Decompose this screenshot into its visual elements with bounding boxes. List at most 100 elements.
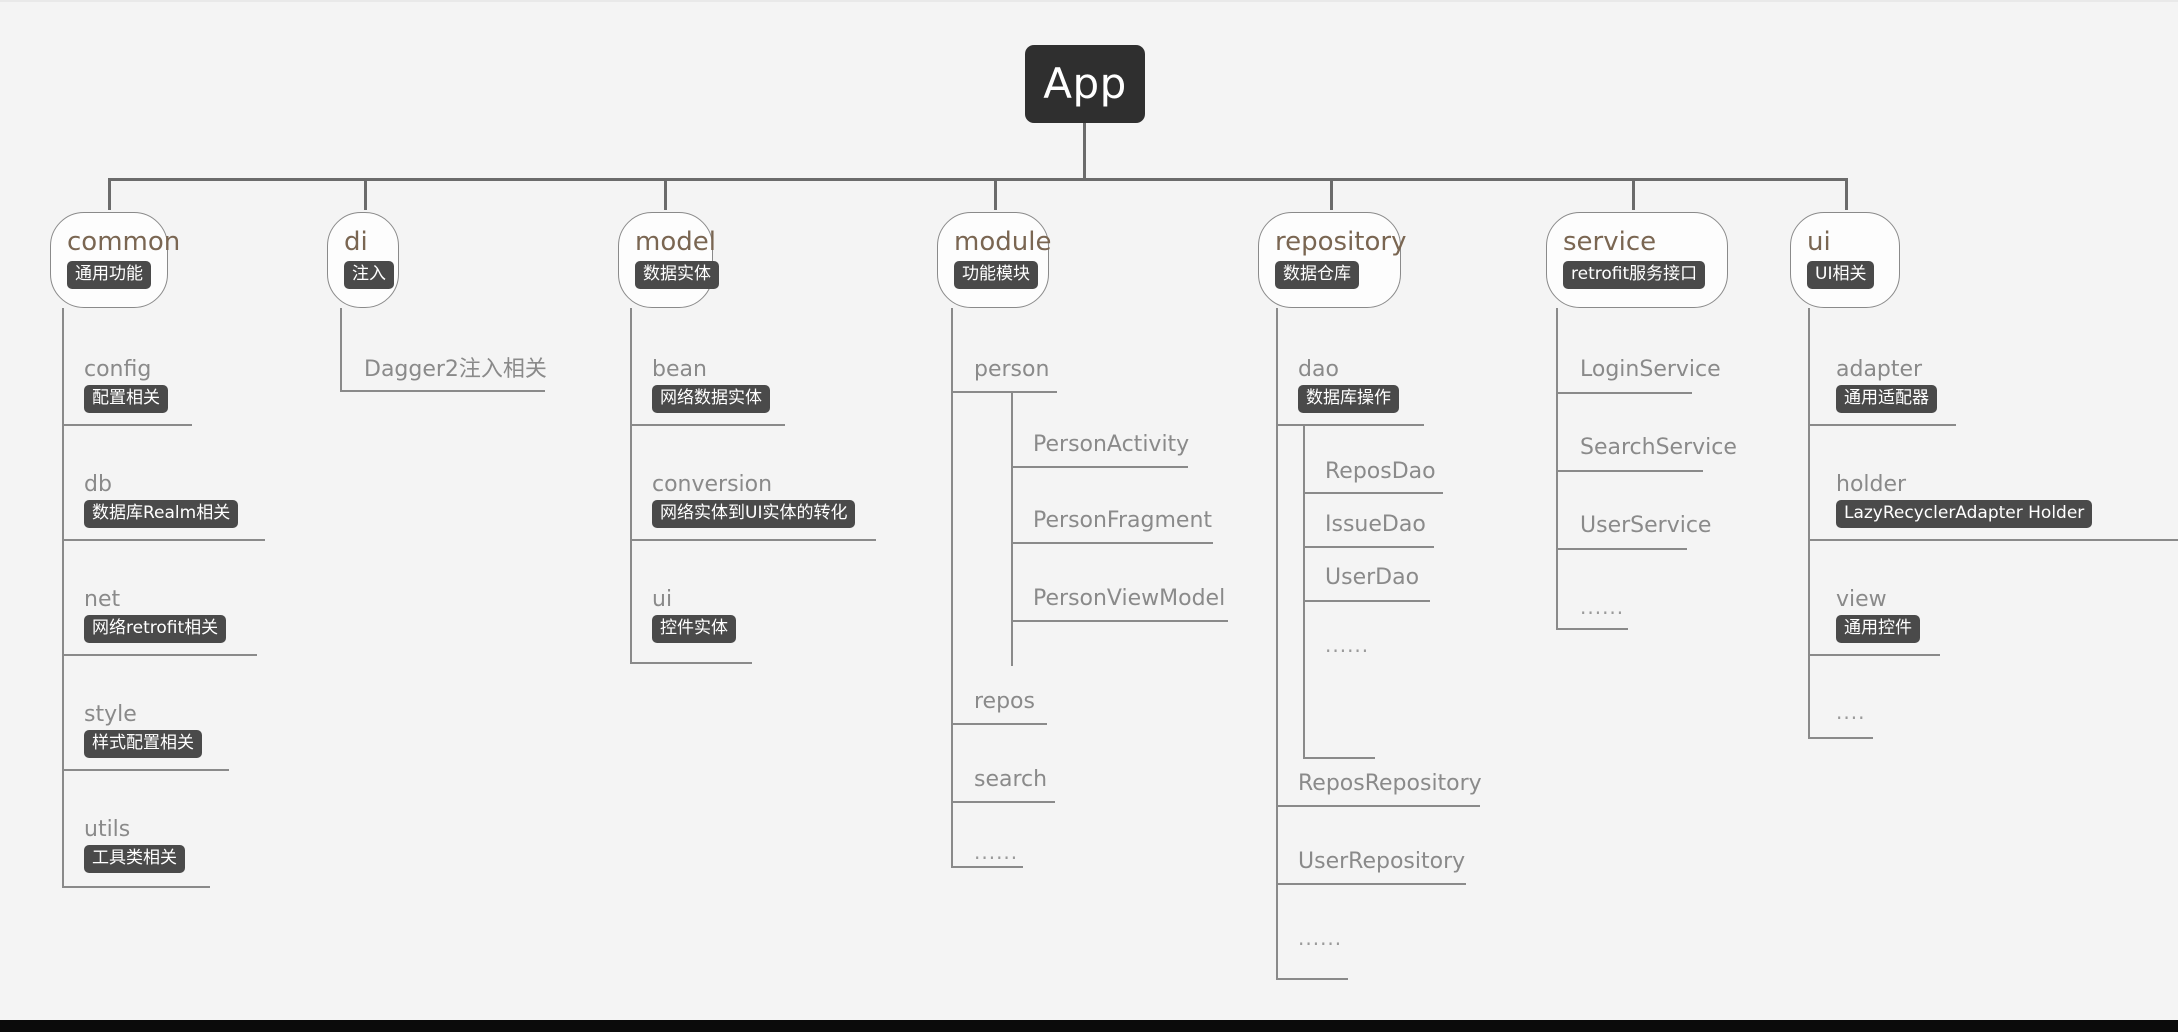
- root-node-app[interactable]: App: [1025, 45, 1145, 123]
- tree-item-name: conversion: [652, 472, 773, 497]
- underline-common-utils: [62, 886, 210, 888]
- branch-node-service[interactable]: service retrofit服务接口: [1546, 212, 1728, 308]
- tree-item-badge: 网络数据实体: [652, 385, 770, 414]
- connector-drop-service: [1632, 178, 1635, 210]
- tree-item-badge: 网络retrofit相关: [84, 615, 227, 644]
- tree-item-module-search[interactable]: search: [974, 767, 1048, 792]
- underline-model-bean: [630, 424, 785, 426]
- tree-item-name: UserRepository: [1298, 849, 1466, 874]
- tree-item-module-person[interactable]: person: [974, 357, 1049, 382]
- tree-item-name: Dagger2注入相关: [364, 357, 547, 382]
- tree-item-name: PersonActivity: [1033, 432, 1190, 457]
- tree-item-badge: 数据库操作: [1298, 385, 1399, 414]
- connector-drop-module: [994, 178, 997, 210]
- underline-ui-adapter: [1808, 424, 1956, 426]
- underline-dao-issuedao: [1303, 546, 1434, 548]
- branch-badge-service: retrofit服务接口: [1563, 260, 1706, 289]
- branch-badge-model: 数据实体: [635, 260, 719, 289]
- connector-drop-ui: [1845, 178, 1848, 210]
- rail-di: [340, 308, 342, 390]
- underline-person-viewmodel: [1011, 620, 1228, 622]
- tree-item-service-login[interactable]: LoginService: [1580, 357, 1721, 382]
- rail-repository: [1276, 308, 1278, 980]
- underline-module-person: [951, 391, 1057, 393]
- tree-item-badge: 控件实体: [652, 615, 736, 644]
- underline-module-ellipsis: [951, 866, 1023, 868]
- branch-badge-common: 通用功能: [67, 260, 151, 289]
- rail-model: [630, 308, 632, 663]
- branch-badge-ui: UI相关: [1807, 260, 1875, 289]
- tree-item-service-user[interactable]: UserService: [1580, 513, 1711, 538]
- underline-ui-ellipsis: [1808, 737, 1873, 739]
- tree-item-repository-dao[interactable]: dao 数据库操作: [1298, 357, 1399, 414]
- connector-horizontal-bus: [108, 178, 1848, 181]
- tree-item-ui-adapter[interactable]: adapter 通用适配器: [1836, 357, 1937, 414]
- branch-node-model[interactable]: model 数据实体: [618, 212, 719, 308]
- tree-item-name: dao: [1298, 357, 1339, 382]
- tree-item-repository-user[interactable]: UserRepository: [1298, 849, 1466, 874]
- branch-name-repository: repository: [1275, 227, 1407, 258]
- tree-item-name: repos: [974, 689, 1035, 714]
- underline-common-net: [62, 654, 257, 656]
- tree-item-name: db: [84, 472, 112, 497]
- tree-item-badge: 样式配置相关: [84, 730, 202, 759]
- tree-item-model-ui[interactable]: ui 控件实体: [652, 587, 736, 644]
- tree-item-repository-repos[interactable]: ReposRepository: [1298, 771, 1482, 796]
- tree-item-person-fragment[interactable]: PersonFragment: [1033, 508, 1212, 533]
- tree-item-common-utils[interactable]: utils 工具类相关: [84, 817, 185, 874]
- connector-drop-model: [664, 178, 667, 210]
- top-edge-divider: [0, 0, 2178, 2]
- underline-service-search: [1556, 470, 1703, 472]
- tree-item-name: ......: [1325, 633, 1370, 657]
- underline-service-user: [1556, 548, 1687, 550]
- tree-item-repository-ellipsis: ......: [1298, 926, 1342, 950]
- tree-item-name: ......: [1298, 926, 1343, 950]
- branch-badge-di: 注入: [344, 260, 394, 289]
- tree-item-common-net[interactable]: net 网络retrofit相关: [84, 587, 227, 644]
- tree-item-name: LoginService: [1580, 357, 1721, 382]
- branch-badge-repository: 数据仓库: [1275, 260, 1359, 289]
- underline-common-db: [62, 539, 265, 541]
- tree-item-person-activity[interactable]: PersonActivity: [1033, 432, 1190, 457]
- tree-item-common-style[interactable]: style 样式配置相关: [84, 702, 202, 759]
- rail-service: [1556, 308, 1558, 628]
- underline-ui-holder: [1808, 539, 2178, 541]
- tree-item-name: search: [974, 767, 1048, 792]
- root-node-label: App: [1043, 59, 1127, 108]
- tree-item-module-repos[interactable]: repos: [974, 689, 1035, 714]
- tree-item-dao-reposdao[interactable]: ReposDao: [1325, 459, 1436, 484]
- tree-item-model-conversion[interactable]: conversion 网络实体到UI实体的转化: [652, 472, 856, 529]
- tree-item-dao-issuedao[interactable]: IssueDao: [1325, 512, 1426, 537]
- connector-drop-di: [364, 178, 367, 210]
- branch-node-module[interactable]: module 功能模块: [937, 212, 1051, 308]
- tree-item-name: view: [1836, 587, 1887, 612]
- underline-repository-repos: [1276, 805, 1480, 807]
- tree-item-ui-holder[interactable]: holder LazyRecyclerAdapter Holder: [1836, 472, 2093, 529]
- connector-drop-repository: [1330, 178, 1333, 210]
- tree-item-di-dagger2[interactable]: Dagger2注入相关: [364, 357, 547, 382]
- tree-item-dao-userdao[interactable]: UserDao: [1325, 565, 1419, 590]
- underline-common-style: [62, 769, 229, 771]
- underline-dao-reposdao: [1303, 492, 1443, 494]
- branch-node-di[interactable]: di 注入: [327, 212, 399, 308]
- tree-item-badge: 网络实体到UI实体的转化: [652, 500, 856, 529]
- underline-person-fragment: [1011, 542, 1213, 544]
- underline-di-dagger2: [340, 390, 545, 392]
- tree-item-name: net: [84, 587, 121, 612]
- underline-service-login: [1556, 392, 1692, 394]
- tree-item-badge: 数据库Realm相关: [84, 500, 239, 529]
- tree-item-service-search[interactable]: SearchService: [1580, 435, 1737, 460]
- tree-item-ui-view[interactable]: view 通用控件: [1836, 587, 1920, 644]
- branch-name-ui: ui: [1807, 227, 1831, 258]
- branch-node-common[interactable]: common 通用功能: [50, 212, 180, 308]
- underline-repository-user: [1276, 883, 1466, 885]
- tree-item-model-bean[interactable]: bean 网络数据实体: [652, 357, 770, 414]
- tree-item-common-db[interactable]: db 数据库Realm相关: [84, 472, 239, 529]
- branch-name-common: common: [67, 227, 181, 258]
- underline-service-ellipsis: [1556, 628, 1628, 630]
- branch-node-repository[interactable]: repository 数据仓库: [1258, 212, 1406, 308]
- tree-item-name: PersonViewModel: [1033, 586, 1226, 611]
- branch-node-ui[interactable]: ui UI相关: [1790, 212, 1900, 308]
- tree-item-person-viewmodel[interactable]: PersonViewModel: [1033, 586, 1226, 611]
- tree-item-common-config[interactable]: config 配置相关: [84, 357, 168, 414]
